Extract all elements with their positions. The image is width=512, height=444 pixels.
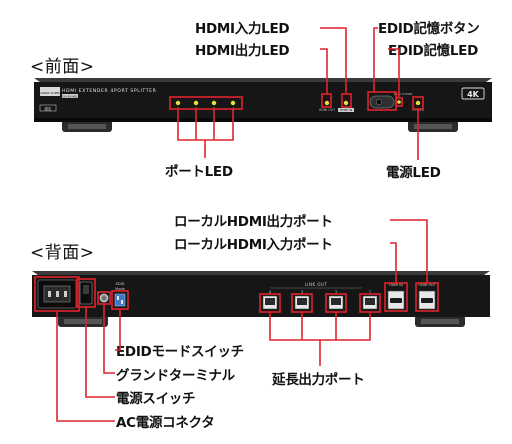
callout-box-port-leds: [169, 96, 243, 110]
callout-line-local-hdmi-out: [390, 219, 428, 283]
edid-store-label: EDID STORE: [394, 92, 413, 96]
power-led: [415, 100, 421, 106]
callout-ground-terminal: グランドターミナル: [116, 368, 235, 384]
edid-led: [397, 100, 401, 104]
callout-power-switch: 電源スイッチ: [116, 391, 196, 407]
front-section-label: <前面>: [30, 57, 95, 77]
link-port-number-3: 3: [301, 290, 304, 295]
back-device: EDID Mode LINK OUT 4 3 2 1 HDMI IN HD: [32, 271, 490, 327]
callout-line-hdmi-in-led: [320, 27, 347, 94]
callout-lines: [34, 27, 439, 422]
callout-local-hdmi-out: ローカルHDMI出力ポート: [174, 214, 333, 230]
callout-line-power-switch: [85, 307, 115, 398]
link-out-label: LINK OUT: [305, 282, 328, 287]
hdmi-in-led: [343, 100, 349, 106]
callout-hdmi-in-led: HDMI入力LED: [195, 21, 290, 37]
port-led-3: [211, 100, 217, 106]
edid-mode-mode-label: Mode: [115, 287, 126, 291]
callout-edid-led: EDID記憶LED: [388, 43, 478, 59]
front-top-surface: [34, 78, 492, 82]
callout-line-edid-mode: [115, 309, 121, 351]
link-port-number-2: 2: [335, 290, 338, 295]
hdmi-out-led-label: HDMI OUT: [319, 108, 335, 112]
port-led-1: [175, 100, 181, 106]
callout-edid-mode-switch: EDIDモードスイッチ: [116, 344, 244, 360]
front-logo-text: SANWA SUPPLY: [39, 91, 62, 95]
back-section-label: <背面>: [30, 243, 95, 263]
edid-button-dot: [376, 99, 382, 105]
front-product-name: HDMI EXTENDER 4PORT SPLITTER: [62, 88, 157, 94]
port-led-2: [193, 100, 199, 106]
link-port-number-1: 1: [369, 290, 372, 295]
callout-edid-button: EDID記憶ボタン: [378, 21, 480, 37]
callout-line-hdmi-out-led: [320, 48, 328, 94]
callout-line-edid-button: [373, 27, 378, 92]
edid-store-button[interactable]: [369, 95, 395, 109]
link-out-ports: 4 3 2 1: [262, 290, 378, 310]
back-panel: [32, 275, 490, 317]
front-logo: [40, 87, 60, 96]
port-led-4: [230, 100, 236, 106]
callout-ac-connector: AC電源コネクタ: [116, 415, 215, 431]
front-device: SANWA SUPPLY 認定 HDMI EXTENDER 4PORT SPLI…: [34, 78, 492, 132]
hdmi-in-led-label: HDMI IN: [340, 108, 352, 112]
back-top-surface: [32, 271, 490, 275]
edid-mode-edid-label: EDID: [116, 282, 125, 286]
edid-mode-switch[interactable]: [114, 293, 126, 307]
callout-line-local-hdmi-in: [390, 242, 397, 283]
callout-line-edid-led: [388, 48, 400, 98]
callout-power-led: 電源LED: [386, 165, 441, 181]
hdmi-out-led: [324, 100, 330, 106]
callout-port-led: ポートLED: [165, 164, 233, 180]
callout-hdmi-out-led: HDMI出力LED: [195, 43, 290, 59]
front-model: VGA-EXHDL4: [60, 94, 80, 98]
local-hdmi-in-label: HDMI IN: [389, 283, 403, 287]
link-port-number-4: 4: [269, 290, 272, 295]
local-hdmi-out-label: HDMI OUT: [418, 283, 436, 287]
callout-extension-ports: 延長出力ポート: [272, 372, 365, 388]
callout-line-ac: [56, 311, 115, 422]
front-rec-label: 認定: [45, 106, 52, 111]
callout-local-hdmi-in: ローカルHDMI入力ポート: [174, 237, 333, 253]
callout-line-ground: [103, 304, 115, 374]
front-panel: [34, 82, 492, 122]
badge-4k: [461, 87, 485, 100]
badge-4k-text: 4K: [467, 90, 480, 99]
